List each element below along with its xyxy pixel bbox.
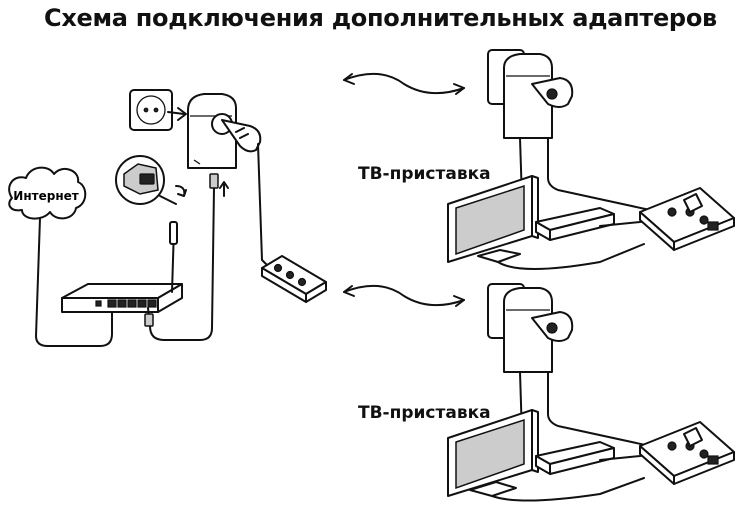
tv-monitor bbox=[447, 175, 539, 263]
tv-monitor bbox=[447, 409, 539, 497]
diagram-title: Схема подключения дополнительных адаптер… bbox=[44, 4, 717, 32]
ethernet-plug bbox=[209, 173, 219, 189]
adapter-power-cord bbox=[257, 143, 271, 269]
internet-cable bbox=[35, 217, 113, 347]
power-strip-right-bottom bbox=[639, 421, 735, 485]
link-arrow-bottom bbox=[343, 284, 465, 307]
power-strip-right-top bbox=[639, 187, 735, 251]
powerline-adapter-main bbox=[187, 93, 271, 269]
tv-setup-top bbox=[447, 49, 735, 270]
ethernet-plug bbox=[144, 313, 154, 327]
tv-setup-bottom bbox=[447, 283, 735, 502]
adapter-socket-detail bbox=[115, 155, 187, 205]
powerline-adapter-remote bbox=[503, 287, 574, 373]
tv-box-label-bottom: ТВ-приставка bbox=[358, 403, 491, 423]
router-ports bbox=[95, 299, 157, 308]
insert-arrow bbox=[219, 181, 229, 197]
internet-label: Интернет bbox=[13, 189, 78, 203]
set-top-box bbox=[535, 441, 615, 475]
link-arrow-top bbox=[343, 72, 465, 95]
powerline-adapter-remote bbox=[503, 53, 574, 139]
router bbox=[61, 221, 183, 313]
set-top-box bbox=[535, 207, 615, 241]
power-strip-left bbox=[261, 255, 327, 303]
internet-cloud: Интернет bbox=[8, 166, 87, 220]
tv-box-label-top: ТВ-приставка bbox=[358, 164, 491, 184]
lan-cable bbox=[147, 187, 215, 341]
wall-socket bbox=[129, 89, 187, 131]
